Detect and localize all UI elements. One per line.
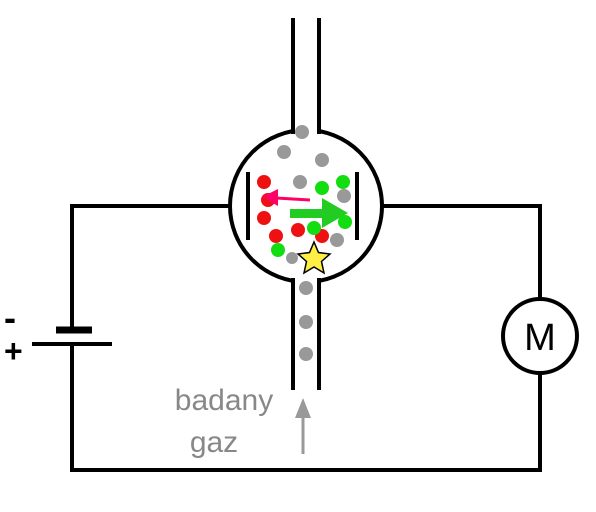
chamber: [228, 14, 384, 392]
battery-plus-label: +: [4, 333, 23, 369]
neutral-particle: [337, 189, 351, 203]
circuit-wires: [70, 204, 542, 472]
positive-ion: [269, 229, 283, 243]
neutral-particle: [330, 233, 344, 247]
neutral-particle: [286, 252, 298, 264]
gas-label-line2: gaz: [190, 426, 238, 459]
arrow-positive-ions: [262, 189, 311, 206]
electron: [315, 181, 329, 195]
arrow-electrons: [290, 198, 348, 228]
electron: [338, 215, 352, 229]
positive-ion: [291, 223, 305, 237]
neutral-particle: [315, 153, 329, 167]
neutral-particle: [293, 175, 307, 189]
meter-label: M: [524, 317, 556, 359]
electrons: [271, 175, 352, 257]
electron: [307, 221, 321, 235]
neutral-particle: [299, 347, 313, 361]
electron: [271, 243, 285, 257]
neutral-particle: [299, 315, 313, 329]
neutral-particle: [277, 145, 291, 159]
wire-right: [383, 204, 542, 302]
meter-circle: [501, 297, 579, 375]
gas-label-line1: badany: [175, 384, 273, 417]
positive-ion: [257, 175, 271, 189]
top-tube-fill: [293, 14, 319, 140]
battery-minus-label: -: [4, 297, 16, 338]
battery-symbol: [32, 326, 112, 346]
wire-bottom: [70, 342, 542, 472]
neutral-particle: [299, 281, 313, 295]
neutral-particles: [277, 125, 351, 361]
neutral-particle: [295, 125, 309, 139]
electron: [336, 175, 350, 189]
meter-symbol: [501, 297, 579, 375]
wire-left: [70, 204, 230, 332]
positive-ion: [257, 211, 271, 225]
gas-inlet-arrow: [295, 398, 311, 454]
ionization-star: [296, 240, 332, 275]
